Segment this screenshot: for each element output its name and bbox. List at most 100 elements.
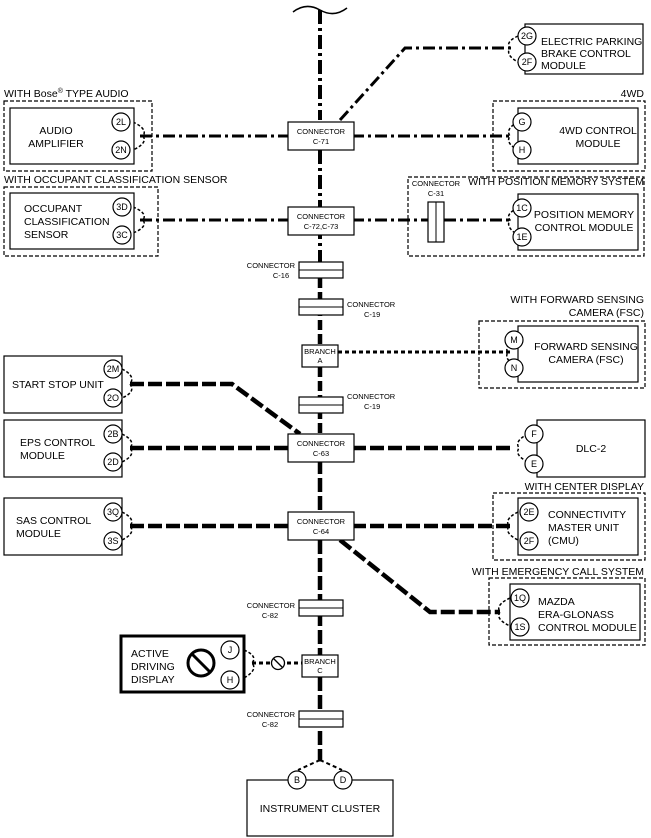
era-fork xyxy=(498,597,511,627)
awd-fork xyxy=(507,121,519,151)
pin-cmu-2f: 2F xyxy=(524,536,535,546)
awd-group-box xyxy=(492,100,646,172)
branch-c xyxy=(301,654,339,678)
epb-box xyxy=(524,23,644,75)
pin-startstop-2o: 2O xyxy=(107,393,119,403)
era-box xyxy=(509,583,641,641)
posmem-group-box xyxy=(407,176,645,257)
c19-upper-label-line2: C-19 xyxy=(364,310,380,319)
branch-a-label-line1: BRANCH xyxy=(304,347,336,356)
pin-dlc-f: F xyxy=(531,429,537,439)
pin-epb-2f: 2F xyxy=(522,57,533,67)
sas-box xyxy=(3,497,123,556)
occupant-box xyxy=(9,192,135,250)
posmem-group-title: WITH POSITION MEMORY SYSTEM xyxy=(468,176,644,188)
pin-awd-g: G xyxy=(518,117,525,127)
dlc-label: DLC-2 xyxy=(576,443,607,455)
epb-label-line1: ELECTRIC PARKING xyxy=(541,36,642,48)
occupant-group-box xyxy=(3,186,159,257)
pin-cluster-d: D xyxy=(340,775,347,785)
c19-lower-label-line1: CONNECTOR xyxy=(347,392,396,401)
cluster-box xyxy=(246,779,394,837)
awd-label-line2: MODULE xyxy=(576,138,621,150)
pin-cluster-b: B xyxy=(294,775,300,785)
pin-dlc-e: E xyxy=(531,459,537,469)
audio-fork xyxy=(132,121,145,151)
emergency-group-box xyxy=(488,577,646,646)
c7273-label-line2: C-72,C-73 xyxy=(304,222,339,231)
c63-label-line2: C-63 xyxy=(313,449,329,458)
pin-add-h: H xyxy=(227,675,234,685)
c82-lower-label-line2: C-82 xyxy=(262,720,278,729)
c63-label-line1: CONNECTOR xyxy=(297,439,346,448)
pin-audio-2l: 2L xyxy=(116,117,126,127)
pin-era-1q: 1Q xyxy=(514,593,526,603)
connector-c63 xyxy=(287,433,355,463)
pin-epb-2g: 2G xyxy=(521,31,533,41)
branch-a-label-line2: A xyxy=(317,356,322,365)
connector-c64 xyxy=(287,511,355,541)
pin-posmem-1e: 1E xyxy=(516,232,527,242)
pin-era-1s: 1S xyxy=(514,622,525,632)
group-titles: WITH Bose® TYPE AUDIO 4WD WITH OCCUPANT … xyxy=(4,87,644,578)
era-label-line1: MAZDA xyxy=(538,596,575,608)
add-label-line3: DISPLAY xyxy=(131,674,175,686)
cmu-label-line1: CONNECTIVITY xyxy=(548,509,626,521)
epb-fork xyxy=(507,35,519,63)
c19-upper-label-line1: CONNECTOR xyxy=(347,300,396,309)
pin-fsc-m: M xyxy=(510,335,518,345)
module-labels: ELECTRIC PARKING BRAKE CONTROL MODULE AU… xyxy=(12,36,642,815)
cluster-fork-wire xyxy=(297,759,343,771)
dlc-fork xyxy=(516,433,529,463)
dlc-box xyxy=(536,419,646,478)
center-display-group-title: WITH CENTER DISPLAY xyxy=(525,481,644,493)
bose-group-title: WITH Bose® TYPE AUDIO xyxy=(4,87,129,100)
eps-fork xyxy=(121,433,133,463)
epb-label-line3: MODULE xyxy=(541,60,586,72)
pin-sas-3s: 3S xyxy=(107,536,118,546)
audio-label-line2: AMPLIFIER xyxy=(28,138,84,150)
pin-cmu-2e: 2E xyxy=(523,507,534,517)
pin-labels: 2G 2F 2L 2N G H 3D 3C 1C 1E M N 2M 2O 2B… xyxy=(107,31,538,785)
fsc-label-line1: FORWARD SENSING xyxy=(534,341,638,353)
cmu-fork xyxy=(506,511,519,541)
startstop-fork xyxy=(121,368,133,399)
occupant-label-line3: SENSOR xyxy=(24,229,69,241)
cmu-label-line3: (CMU) xyxy=(548,535,579,547)
pin-awd-h: H xyxy=(519,145,526,155)
c71-label-line1: CONNECTOR xyxy=(297,127,346,136)
pin-audio-2n: 2N xyxy=(115,145,127,155)
pin-eps-2d: 2D xyxy=(107,457,119,467)
pin-circles xyxy=(103,26,544,790)
eps-label-line2: MODULE xyxy=(20,450,65,462)
cmu-box xyxy=(517,497,639,556)
c31-label-line2: C-31 xyxy=(428,189,444,198)
connector-boxes xyxy=(287,121,445,728)
connector-c72-c73 xyxy=(287,206,355,236)
pin-posmem-1c: 1C xyxy=(516,203,528,213)
c19-lower-label-line2: C-19 xyxy=(364,402,380,411)
prohibited-small-icon xyxy=(270,655,286,671)
branch-c-label-line2: C xyxy=(317,666,323,675)
fsc-label-line2: CAMERA (FSC) xyxy=(548,354,623,366)
posmem-fork xyxy=(507,207,519,236)
posmem-label-line2: CONTROL MODULE xyxy=(535,222,634,234)
sas-fork xyxy=(121,511,133,541)
startstop-label: START STOP UNIT xyxy=(12,379,104,391)
c64-label-line2: C-64 xyxy=(313,527,329,536)
pin-eps-2b: 2B xyxy=(107,429,118,439)
wires xyxy=(121,10,529,771)
posmem-box xyxy=(517,193,639,251)
occupant-fork xyxy=(132,206,145,234)
prohibited-icon xyxy=(186,648,216,678)
add-label-line2: DRIVING xyxy=(131,661,175,673)
sas-label-line2: MODULE xyxy=(16,528,61,540)
c82-lower-label-line1: CONNECTOR xyxy=(247,710,296,719)
center-display-group-box xyxy=(492,492,646,561)
cmu-label-line2: MASTER UNIT xyxy=(548,522,620,534)
fsc-group-title-line1: WITH FORWARD SENSING xyxy=(510,294,644,306)
c71-label-line2: C-71 xyxy=(313,137,329,146)
c64-label-line1: CONNECTOR xyxy=(297,517,346,526)
connector-dividers xyxy=(299,202,437,720)
